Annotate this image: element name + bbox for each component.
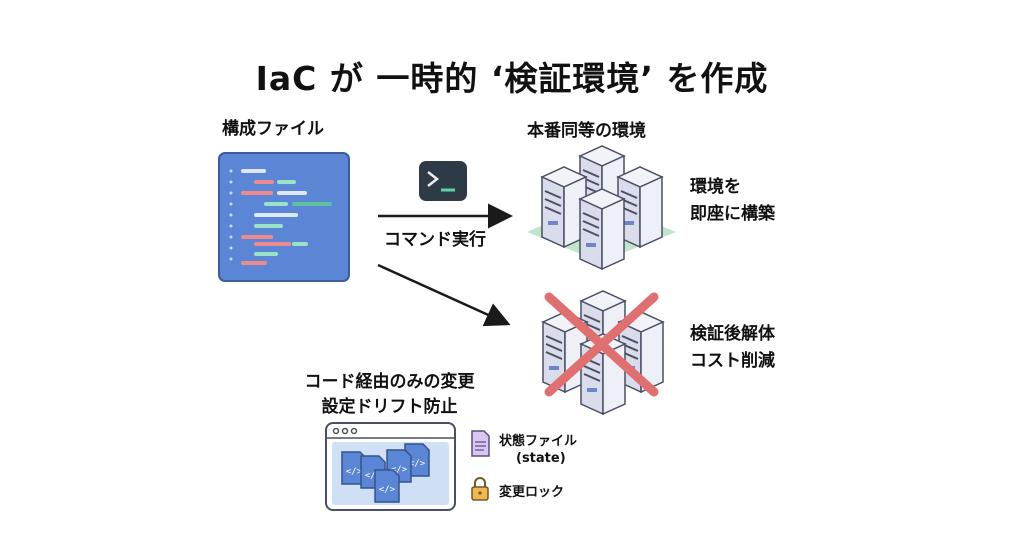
state-file-sublabel: (state) — [516, 451, 566, 466]
delete-cross-icon — [544, 292, 659, 397]
state-file-icon — [471, 430, 490, 457]
prod-env-label: 本番同等の環境 — [527, 121, 646, 141]
code-change-line2: 設定ドリフト防止 — [321, 397, 458, 417]
deleted-env-desc-line2: コスト削減 — [690, 351, 775, 371]
config-file-label: 構成ファイル — [222, 119, 324, 139]
svg-text:</>: </> — [391, 465, 408, 475]
config-file-icon — [218, 152, 350, 282]
arrow-to-deleted — [377, 263, 511, 327]
svg-text:</>: </> — [379, 485, 396, 495]
lock-icon — [471, 477, 489, 501]
prod-server-cluster — [527, 145, 676, 270]
page-title: IaC が 一時的 ‘検証環境’ を作成 — [255, 59, 769, 98]
svg-text:</>: </> — [409, 459, 426, 469]
code-files-icon: </> </> </> </> </> — [341, 443, 430, 503]
state-file-label: 状態ファイル — [499, 434, 578, 449]
prod-env-desc-line1: 環境を — [690, 177, 741, 197]
deleted-env-desc-line1: 検証後解体 — [690, 324, 775, 344]
prod-env-desc-line2: 即座に構築 — [690, 204, 775, 224]
code-change-line1: コード経由のみの変更 — [304, 372, 475, 392]
lock-label: 変更ロック — [499, 485, 565, 500]
svg-text:</>: </> — [346, 467, 363, 477]
command-label: コマンド実行 — [384, 230, 486, 250]
terminal-icon — [419, 161, 467, 201]
svg-text:</>: </> — [365, 471, 382, 481]
